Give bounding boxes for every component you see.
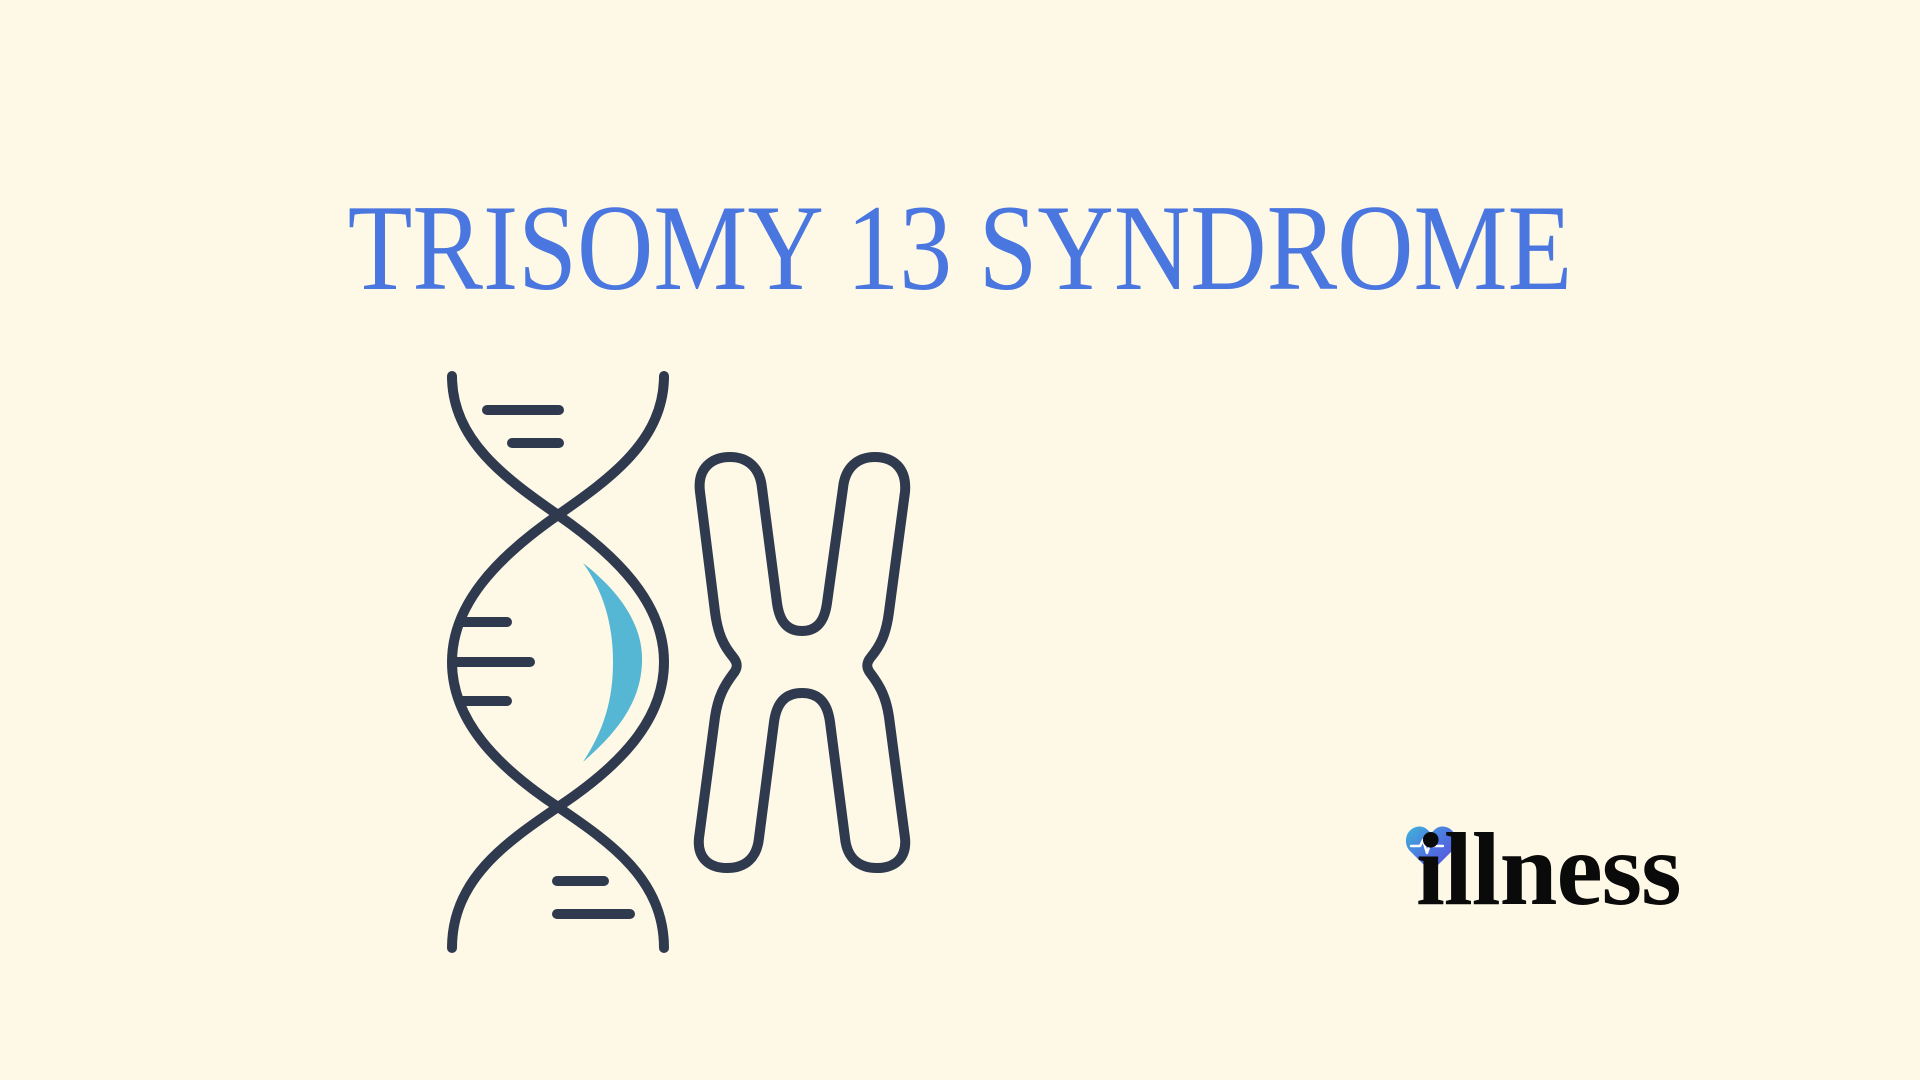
dna-double-helix-icon: [447, 371, 669, 953]
heart-pulse-icon: [1405, 826, 1457, 872]
dna-highlight-crescent: [583, 563, 643, 762]
illness-logo: illness: [1400, 810, 1740, 930]
page-title: TRISOMY 13 SYNDROME: [347, 179, 1573, 316]
chromosome-icon: [693, 452, 911, 873]
logo-wordmark: illness: [1416, 812, 1682, 927]
